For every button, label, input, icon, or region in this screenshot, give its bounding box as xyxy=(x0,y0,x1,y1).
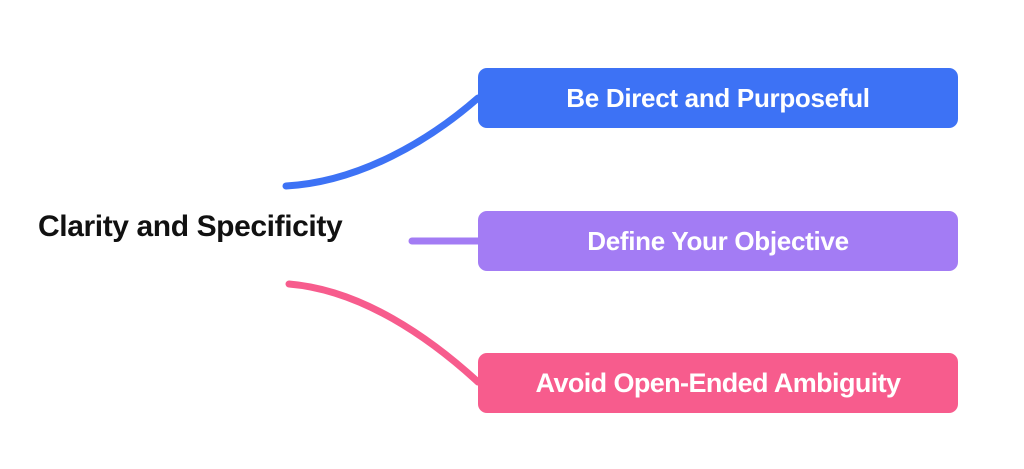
branch-node-be-direct-and-purposeful[interactable]: Be Direct and Purposeful xyxy=(478,68,958,128)
branch-node-label: Define Your Objective xyxy=(587,226,849,256)
branch-node-avoid-open-ended-ambiguity[interactable]: Avoid Open-Ended Ambiguity xyxy=(478,353,958,413)
root-node-label: Clarity and Specificity xyxy=(38,210,343,243)
branch-node-define-your-objective[interactable]: Define Your Objective xyxy=(478,211,958,271)
connector-curve-up xyxy=(282,94,482,190)
connector-curve-down xyxy=(285,280,482,386)
branch-node-label: Be Direct and Purposeful xyxy=(566,83,870,113)
branch-node-label: Avoid Open-Ended Ambiguity xyxy=(535,368,902,398)
